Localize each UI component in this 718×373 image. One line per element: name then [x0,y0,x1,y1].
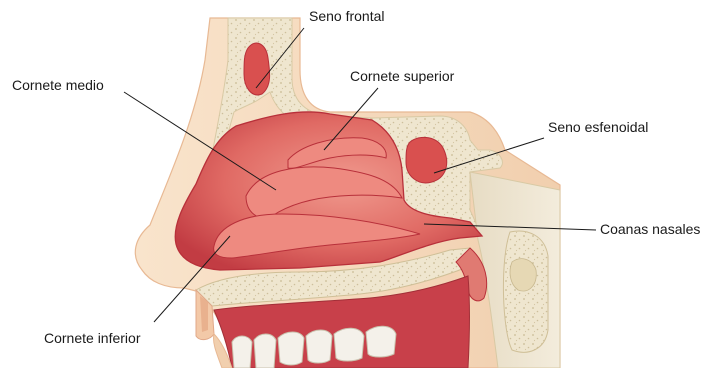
label-cornete-superior: Cornete superior [350,68,454,84]
label-cornete-inferior: Cornete inferior [44,330,141,346]
label-seno-frontal: Seno frontal [309,8,385,24]
label-seno-esfenoidal: Seno esfenoidal [548,119,648,135]
label-coanas-nasales: Coanas nasales [600,221,700,237]
label-cornete-medio: Cornete medio [12,77,104,93]
sphenoid-sinus [406,137,447,183]
vertebra [503,231,548,352]
